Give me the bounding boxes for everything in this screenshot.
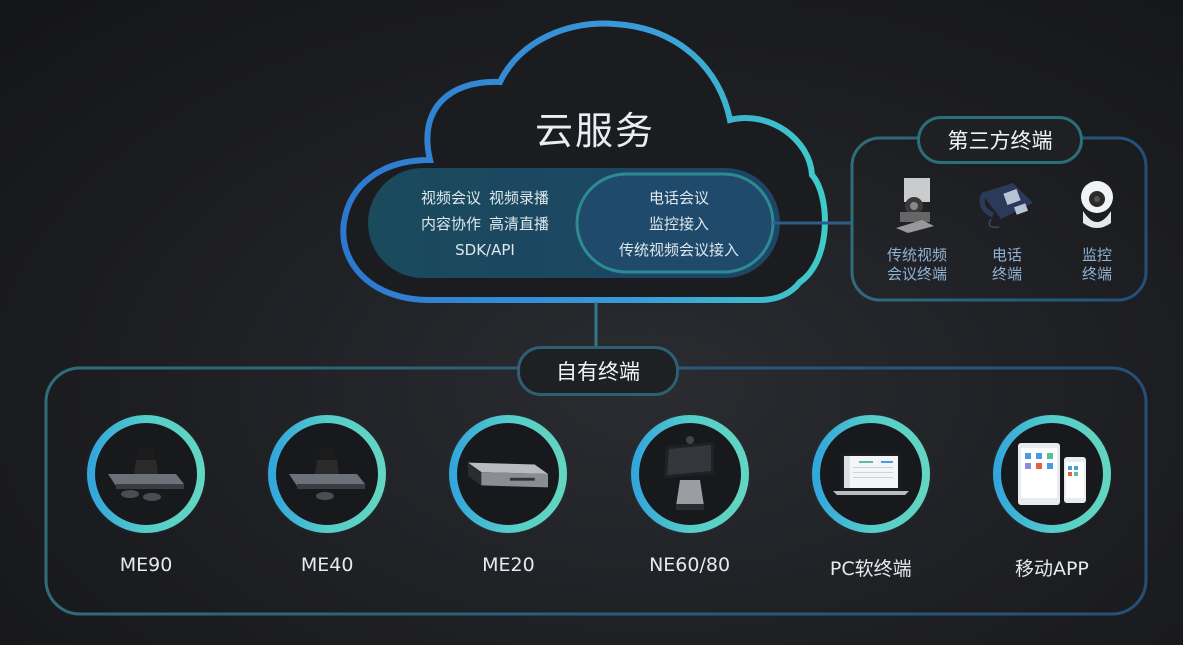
me20-device-icon <box>468 434 549 514</box>
service-hd-live: 高清直播 <box>489 215 550 233</box>
third-party-terminal-list: 传统视频会议终端 电话终端 监控终端 <box>872 176 1142 284</box>
device-ring <box>808 412 933 536</box>
own-terminal-item: 移动APP <box>989 412 1114 581</box>
device-label: PC软终端 <box>829 558 912 580</box>
third-party-item: 传统视频会议终端 <box>877 176 957 284</box>
cloud-service-title: 云服务 <box>534 109 655 153</box>
service-phone-conference: 电话会议 <box>648 189 709 207</box>
service-surveillance-access: 监控接入 <box>648 215 709 233</box>
own-terminal-item: NE60/80 <box>627 412 752 581</box>
device-ring <box>989 412 1114 536</box>
service-video-recording: 视频录播 <box>489 189 550 207</box>
own-terminal-item: ME40 <box>265 412 390 581</box>
device-label: ME90 <box>119 554 173 576</box>
third-party-terminals-title: 第三方终端 <box>917 116 1083 164</box>
third-party-item: 电话终端 <box>967 176 1047 284</box>
device-label: ME20 <box>482 554 535 576</box>
mobile-app-icon <box>1012 434 1092 514</box>
pc-laptop-icon <box>831 434 911 514</box>
own-terminal-list: ME90 ME40 ME20 NE60/80 <box>84 412 1114 581</box>
cloud-access-services: 电话会议 监控接入 传统视频会议接入 <box>595 185 763 263</box>
own-terminal-item: ME20 <box>446 412 571 581</box>
own-terminal-item: ME90 <box>84 412 208 581</box>
ne60-80-device-icon <box>650 434 730 514</box>
service-sdk-api: SDK/API <box>455 241 515 259</box>
telephone-icon <box>967 176 1047 234</box>
service-legacy-vc-access: 传统视频会议接入 <box>618 241 739 259</box>
device-ring <box>265 412 390 536</box>
device-ring <box>446 412 571 536</box>
own-terminals-title: 自有终端 <box>517 346 679 396</box>
device-ring <box>84 412 208 536</box>
device-label: NE60/80 <box>649 554 731 576</box>
cloud-core-services: 视频会议视频录播 内容协作高清直播 SDK/API <box>395 185 575 263</box>
device-label: ME40 <box>300 554 354 576</box>
service-video-conference: 视频会议 <box>420 189 481 207</box>
me90-device-icon <box>106 434 186 514</box>
device-ring <box>627 412 752 536</box>
service-content-collab: 内容协作 <box>420 215 481 233</box>
video-conference-terminal-icon <box>877 176 957 234</box>
own-terminal-item: PC软终端 <box>808 412 933 581</box>
security-camera-icon <box>1057 176 1137 234</box>
device-label: 移动APP <box>1014 558 1089 580</box>
me40-device-icon <box>287 434 367 514</box>
third-party-item: 监控终端 <box>1057 176 1137 284</box>
